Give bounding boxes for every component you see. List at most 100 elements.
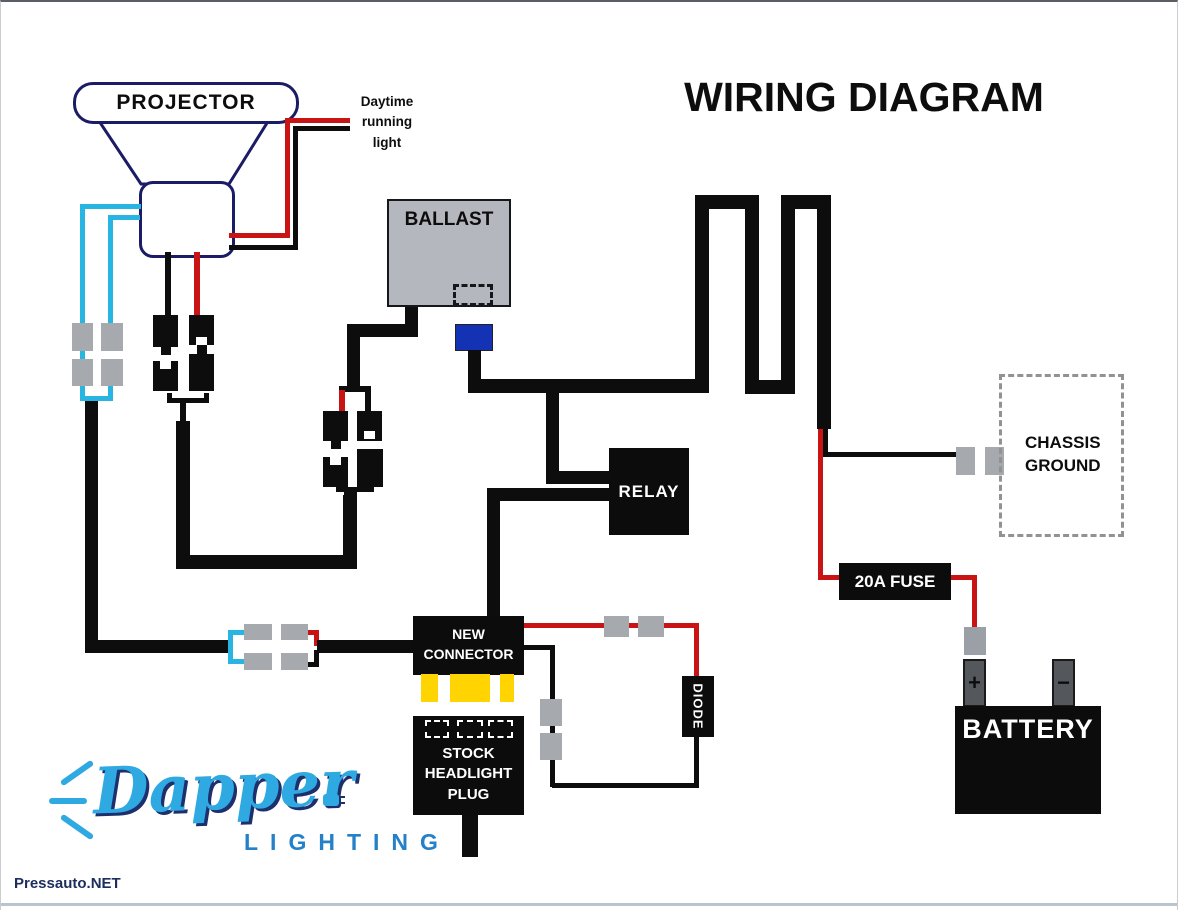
ballast-socket-dashed bbox=[453, 284, 493, 306]
wire-cyan bbox=[228, 659, 244, 664]
new-connector-line2: CONNECTOR bbox=[423, 645, 514, 662]
bottom-divider bbox=[1, 903, 1177, 906]
wire-black bbox=[365, 390, 371, 413]
diode-label: DIODE bbox=[690, 683, 706, 730]
daytime-running-light-label: Daytime running light bbox=[349, 92, 425, 153]
wire-black bbox=[823, 452, 958, 457]
wire-red bbox=[307, 630, 319, 635]
wire-cyan bbox=[108, 385, 113, 401]
wire-cyan bbox=[80, 396, 113, 401]
page-title: WIRING DIAGRAM bbox=[684, 74, 1044, 120]
wire-black bbox=[745, 195, 759, 394]
light-ray-icon bbox=[59, 759, 95, 787]
stock-plug-line3: PLUG bbox=[447, 785, 490, 803]
spade-notch bbox=[196, 337, 207, 345]
spade-notch bbox=[330, 457, 341, 465]
chassis-ground-dashed-box bbox=[999, 374, 1124, 537]
wire-black bbox=[85, 401, 98, 653]
wire-black bbox=[307, 662, 319, 667]
stock-plug-line1: STOCK bbox=[442, 745, 495, 762]
bullet-connector bbox=[540, 699, 562, 726]
bullet-connector bbox=[638, 616, 664, 637]
wire-red bbox=[229, 233, 290, 238]
bullet-connector bbox=[101, 359, 123, 386]
bullet-connector bbox=[244, 653, 272, 670]
wire-black bbox=[524, 645, 555, 650]
wire-black bbox=[823, 429, 828, 457]
logo-brand-text: Dapper bbox=[91, 745, 356, 830]
plug-pin-slot bbox=[488, 720, 513, 738]
wire-red bbox=[818, 575, 839, 580]
chassis-line2: GROUND bbox=[1025, 455, 1101, 475]
wire-black bbox=[347, 324, 360, 387]
light-ray-icon bbox=[49, 798, 87, 804]
wire-black bbox=[468, 379, 709, 393]
wire-black bbox=[180, 402, 186, 423]
bullet-connector bbox=[72, 323, 93, 351]
wire-black bbox=[229, 245, 298, 250]
wire-red bbox=[951, 575, 977, 580]
stock-plug-line2: HEADLIGHT bbox=[424, 765, 513, 783]
battery-box: BATTERY bbox=[955, 706, 1101, 814]
daytime-line1: Daytime bbox=[360, 94, 414, 109]
wire-red bbox=[972, 575, 977, 632]
wire-black bbox=[552, 783, 699, 788]
bullet-connector bbox=[281, 653, 308, 670]
projector-label: PROJECTOR bbox=[116, 91, 256, 114]
projector-bulb-box bbox=[139, 181, 235, 258]
wire-black bbox=[546, 391, 559, 484]
fuse-label: 20A FUSE bbox=[854, 571, 936, 591]
wire-black bbox=[176, 555, 357, 569]
bullet-connector bbox=[101, 323, 123, 351]
wire-black bbox=[487, 488, 500, 618]
diode-box bbox=[682, 676, 714, 737]
spade-notch bbox=[160, 361, 171, 369]
plug-pin-slot bbox=[425, 720, 449, 738]
wire-red bbox=[664, 623, 699, 628]
wire-red bbox=[629, 623, 638, 628]
connector-pin bbox=[500, 674, 514, 702]
wire-black bbox=[167, 398, 209, 403]
wire-black bbox=[165, 252, 171, 317]
connector-pin bbox=[450, 674, 490, 702]
daytime-line3: light bbox=[372, 134, 402, 150]
wire-black bbox=[781, 195, 795, 394]
wire-black bbox=[817, 195, 831, 429]
new-connector-box: NEW CONNECTOR bbox=[413, 616, 524, 675]
relay-label: RELAY bbox=[618, 481, 680, 501]
wire-cyan bbox=[228, 630, 233, 664]
wire-black bbox=[314, 650, 319, 667]
wire-red bbox=[285, 118, 350, 123]
wire-black bbox=[347, 324, 418, 337]
wire-black bbox=[336, 487, 374, 492]
spade-tab bbox=[161, 346, 171, 355]
battery-plus-sign: + bbox=[968, 670, 981, 695]
wire-black bbox=[167, 393, 172, 401]
plug-icon bbox=[323, 794, 345, 806]
wire-black bbox=[487, 488, 610, 501]
bullet-connector bbox=[281, 624, 308, 640]
projector-body: PROJECTOR bbox=[73, 82, 299, 124]
battery-positive-terminal: + bbox=[963, 659, 986, 707]
wire-red bbox=[818, 429, 823, 579]
wire-cyan bbox=[108, 215, 113, 325]
bullet-connector bbox=[956, 447, 975, 475]
wire-black bbox=[546, 471, 610, 484]
wire-red bbox=[524, 623, 605, 628]
spade-connector bbox=[189, 354, 214, 391]
wire-black bbox=[405, 305, 418, 330]
spade-tab bbox=[331, 440, 341, 449]
wire-black bbox=[293, 126, 350, 131]
bullet-connector bbox=[72, 359, 93, 386]
spade-tab bbox=[197, 345, 207, 354]
wire-black bbox=[344, 491, 357, 501]
wire-red bbox=[339, 390, 345, 413]
wire-black bbox=[176, 421, 190, 569]
wire-black bbox=[468, 350, 481, 381]
wire-black bbox=[462, 815, 478, 857]
wire-red bbox=[194, 252, 200, 317]
spade-connector bbox=[323, 411, 348, 441]
wire-black bbox=[369, 480, 374, 489]
bullet-connector bbox=[540, 733, 562, 760]
